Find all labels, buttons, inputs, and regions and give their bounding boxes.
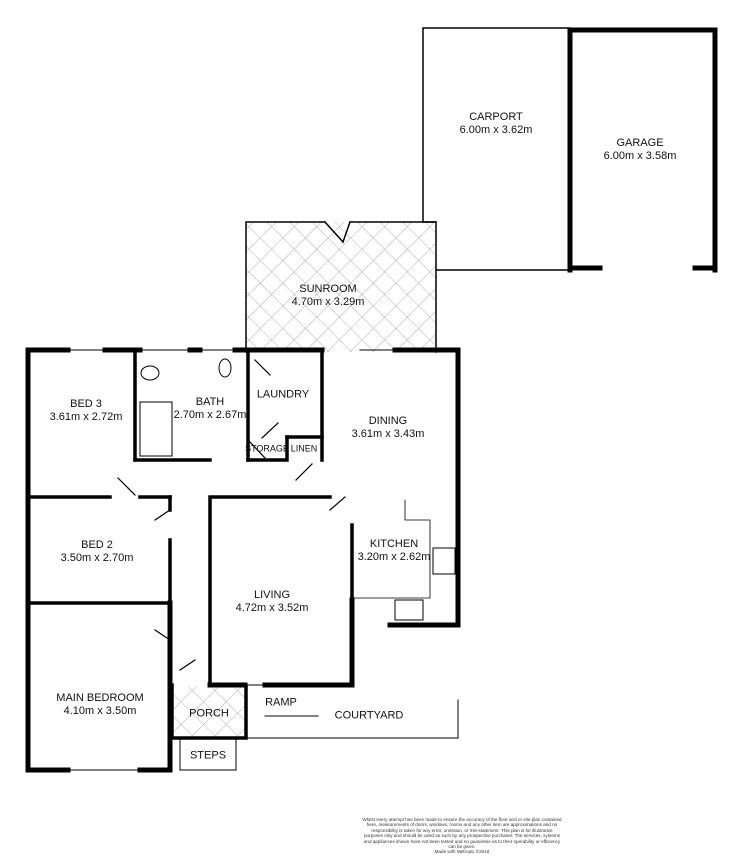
room-size: 2.70m x 2.67m <box>173 409 247 421</box>
room-name: BED 3 <box>70 398 102 410</box>
garage-walls <box>567 27 718 273</box>
courtyard-line <box>245 699 459 739</box>
room-name: LIVING <box>253 589 291 601</box>
room-name: KITCHEN <box>369 538 419 550</box>
doors <box>117 359 346 671</box>
disclaimer: Whilst every attempt has been made to en… <box>362 817 562 855</box>
room-name: LAUNDRY <box>256 388 310 401</box>
room-name: STORAGE <box>245 443 289 454</box>
room-name: GARAGE <box>616 137 664 149</box>
area-courtyard: COURTYARD <box>335 710 404 723</box>
room-name: CARPORT <box>469 111 523 123</box>
carport-walls <box>422 27 571 271</box>
steps-outline <box>179 737 237 771</box>
kitchen-fixtures <box>394 547 456 621</box>
room-name: COURTYARD <box>334 709 404 722</box>
bath-fixtures <box>139 358 232 457</box>
credit-text: Made with Metropix ©2018 <box>434 849 490 855</box>
area-steps: STEPS <box>190 750 226 763</box>
disclaimer-text: Whilst every attempt has been made to en… <box>362 817 562 850</box>
room-name: DINING <box>368 415 408 427</box>
room-name: PORCH <box>189 707 229 720</box>
room-size: 4.10m x 3.50m <box>63 705 137 717</box>
room-name: LINEN <box>290 443 318 454</box>
room-size: 3.20m x 2.62m <box>357 551 431 563</box>
room-name: STEPS <box>189 749 227 762</box>
porch-floor <box>173 686 246 738</box>
room-size: 3.61m x 3.43m <box>351 428 425 440</box>
room-name: BATH <box>195 396 225 408</box>
room-name: BED 2 <box>81 539 113 551</box>
area-ramp: RAMP <box>265 697 297 710</box>
room-size: 3.50m x 2.70m <box>60 552 134 564</box>
room-porch: PORCH <box>189 708 229 721</box>
kitchen-bench <box>351 499 431 599</box>
room-name: MAIN BEDROOM <box>56 692 144 704</box>
room-size: 3.61m x 2.72m <box>49 411 123 423</box>
room-storage: STORAGE <box>245 443 289 456</box>
room-size: 6.00m x 3.58m <box>603 150 677 162</box>
room-laundry: LAUNDRY <box>257 389 309 402</box>
sunroom-walls <box>245 220 437 353</box>
room-size: 4.72m x 3.52m <box>235 602 309 614</box>
room-name: RAMP <box>265 696 297 709</box>
room-linen: LINEN <box>291 443 318 456</box>
room-size: 4.70m x 3.29m <box>291 296 365 308</box>
room-size: 6.00m x 3.62m <box>459 124 533 136</box>
windows <box>27 349 421 771</box>
interior-walls <box>26 348 354 740</box>
room-name: SUNROOM <box>299 283 357 295</box>
sunroom-floor <box>246 222 436 352</box>
